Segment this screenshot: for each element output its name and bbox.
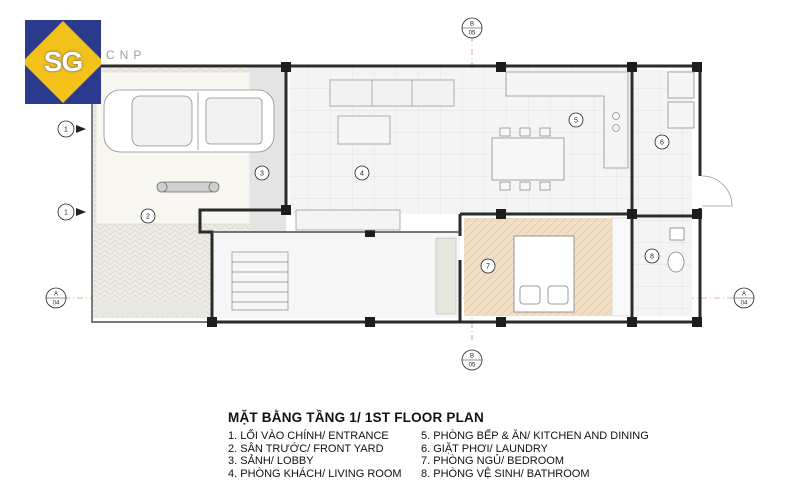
svg-text:5: 5 [574,118,578,125]
svg-text:1: 1 [64,210,68,217]
room-tag-1b: 1 [57,203,86,221]
svg-text:1: 1 [64,127,68,134]
legend-item: 7. PHÒNG NGỦ/ BEDROOM [421,455,565,467]
room-tag-6: 6 [654,134,670,150]
svg-text:A: A [742,292,746,298]
legend-item: 2. SÂN TRƯỚC/ FRONT YARD [228,442,384,455]
room-tag-2: 2 [140,208,156,224]
thin-walls [91,66,460,323]
bedroom-closet [611,217,633,317]
room-tag-3: 3 [254,165,270,181]
svg-text:2: 2 [146,214,150,221]
room-tag-7: 6 7 [480,258,496,274]
coffee-table-icon [337,115,391,145]
svg-text:6: 6 [660,140,664,147]
section-marker-b-bottom: B 05 [461,349,483,371]
svg-text:05: 05 [469,31,476,37]
room-tag-1a: 1 [57,120,86,138]
tv-cabinet-icon [295,209,401,231]
planter-icon [435,237,457,315]
plan-title: MẶT BẰNG TẦNG 1/ 1ST FLOOR PLAN [228,410,484,425]
company-logo: SG [25,20,101,104]
legend-item: 4. PHÒNG KHÁCH/ LIVING ROOM [228,467,402,480]
legend-right-column: 5. PHÒNG BẾP & ĂN/ KITCHEN AND DINING 6.… [421,430,649,480]
kitchen-counter-icon [505,71,629,169]
staircase-icon [231,251,289,311]
room-tag-8: 8 [644,248,660,264]
svg-text:3: 3 [260,171,264,178]
legend-left-column: 1. LỐI VÀO CHÍNH/ ENTRANCE 2. SÂN TRƯỚC/… [228,430,402,480]
planter-strip [96,302,206,316]
columns [207,62,702,327]
room-tag-5: 5 [568,112,584,128]
svg-text:A: A [54,292,58,298]
svg-text:B: B [470,354,474,360]
legend-item: 1. LỐI VÀO CHÍNH/ ENTRANCE [228,430,389,442]
motorbike-icon [156,181,220,193]
legend-item: 8. PHÒNG VỆ SINH/ BATHROOM [421,467,590,480]
stair-hall-floor [212,232,460,318]
svg-text:8: 8 [650,254,654,261]
laundry-door-swing [701,175,733,207]
logo-letters: SG [43,46,83,77]
legend-item: 5. PHÒNG BẾP & ĂN/ KITCHEN AND DINING [421,430,649,442]
dining-table-icon [491,127,565,191]
legend-item: 6. GIẶT PHƠI/ LAUNDRY [421,442,549,455]
svg-text:B: B [470,22,474,28]
section-marker-a-right: A 04 [733,287,755,309]
section-marker-b-top: B 05 [461,17,483,39]
svg-text:4: 4 [360,171,364,178]
car-icon [103,89,275,153]
legend-item: 3. SẢNH/ LOBBY [228,455,314,467]
svg-text:05: 05 [469,363,476,369]
bed-icon [513,235,575,313]
laundry-appliances-icon [667,71,695,129]
svg-text:04: 04 [741,301,748,307]
svg-text:7: 7 [486,264,490,271]
section-marker-a-left: A 04 [45,287,67,309]
svg-text:04: 04 [53,301,60,307]
brand-name: CNP [106,48,147,62]
sofa-icon [329,79,455,107]
room-tag-4: 4 [354,165,370,181]
toilet-icon [667,227,685,273]
